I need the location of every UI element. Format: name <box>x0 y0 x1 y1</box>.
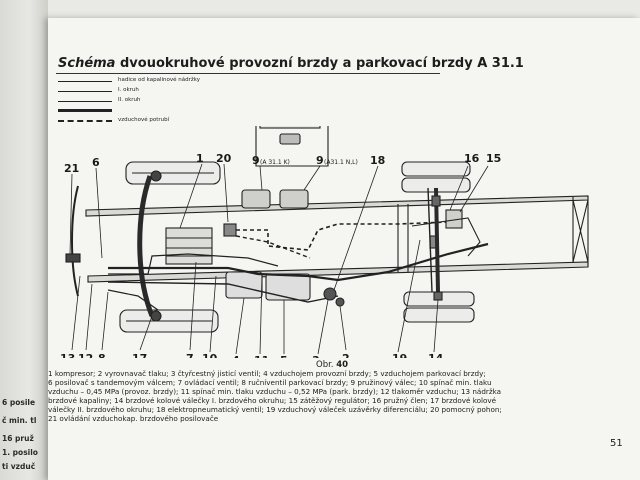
brake-circuit-II <box>107 289 159 311</box>
title-main-part: dvouokruhové provozní brzdy a parkovací … <box>120 56 524 71</box>
callout-9b: 9 <box>316 154 324 167</box>
callout-13: 13 <box>60 352 75 358</box>
spring-cylinder-right <box>279 189 309 209</box>
callout-14: 14 <box>428 352 444 358</box>
auxiliary-drive <box>223 223 237 237</box>
front-wheel-top <box>125 161 221 185</box>
figure-number: 40 <box>336 360 349 370</box>
callout-9a: 9 <box>252 154 260 167</box>
pressure-equalizer <box>335 297 345 307</box>
legend-line-dashed <box>58 120 112 122</box>
front-axle <box>137 175 155 317</box>
spring-cylinder-left <box>241 189 271 209</box>
callout-11: 11 <box>254 354 269 358</box>
front-wheel-bottom <box>119 309 219 333</box>
callout-21: 21 <box>64 162 79 175</box>
callout-17: 17 <box>132 352 147 358</box>
callout-20: 20 <box>216 152 232 165</box>
legend-label: I. okruh <box>118 87 139 93</box>
legend-line-thick <box>58 109 112 112</box>
legend-line-thin <box>58 101 112 102</box>
callout-7: 7 <box>186 352 194 358</box>
caption-line: válečky II. brzdového okruhu; 18 elektro… <box>48 405 502 414</box>
legend-line-thin <box>58 91 112 92</box>
callout-10: 10 <box>202 352 218 358</box>
front-bumper <box>71 185 79 297</box>
legend-label: hadice od kapalinové nádržky <box>118 77 200 83</box>
callout-4: 4 <box>232 354 240 358</box>
legend-label: vzduchové potrubí <box>118 117 170 123</box>
air-line-secondary <box>107 281 339 303</box>
callout-12: 12 <box>78 352 93 358</box>
caption-line: 21 ovládání vzduchokap. brzdového posilo… <box>48 414 219 423</box>
page-number: 51 <box>610 438 623 449</box>
parking-brake-reservoir <box>265 273 311 301</box>
figure-label-prefix: Obr. <box>316 360 334 370</box>
left-page-fragment: ti vzduč <box>2 462 36 471</box>
left-page-fragment: 6 posile <box>2 398 36 407</box>
callout-2: 2 <box>342 352 350 358</box>
callout-15: 15 <box>486 152 501 165</box>
legend-line-thin <box>58 81 112 82</box>
callout-6: 6 <box>92 156 100 169</box>
left-page-fragment: 1. posilo <box>2 448 38 457</box>
brake-system-diagram: 1 20 9 (A 31.1 K) 9 (A31.1 N,L) 18 16 15… <box>60 126 589 358</box>
book-page: Schéma dvouokruhové provozní brzdy a par… <box>48 18 640 480</box>
callout-3: 3 <box>312 354 320 358</box>
caption-line: vzduchu – 0,45 MPa (provoz. brzdy); 11 s… <box>48 387 502 396</box>
brake-circuit-I <box>108 253 279 275</box>
caption-line: 1 kompresor; 2 vyrovnavač tlaku; 3 čtyřc… <box>48 369 486 378</box>
engine-block <box>165 227 213 265</box>
caption-line: brzdové kapaliny; 14 brzdové kolové vále… <box>48 396 497 405</box>
callout-9a-sub: (A 31.1 K) <box>260 159 290 166</box>
left-page-edge: 6 posile č min. tl 16 pruž 1. posilo ti … <box>0 0 48 480</box>
figure-label: Obr. 40 <box>316 360 348 370</box>
page-title: Schéma dvouokruhové provozní brzdy a par… <box>58 56 524 71</box>
caption-line: 6 posilovač s tandemovým válcem; 7 ovlád… <box>48 378 492 387</box>
rear-wheel-top <box>401 161 471 193</box>
four-way-valve <box>323 287 337 301</box>
left-page-fragment: 16 pruž <box>2 434 34 443</box>
air-line-dashed <box>236 221 449 251</box>
title-underline <box>56 73 440 74</box>
callout-9b-sub: (A31.1 N,L) <box>324 159 358 166</box>
callout-19: 19 <box>392 352 407 358</box>
title-italic-part: Schéma <box>58 56 116 71</box>
left-page-fragment: č min. tl <box>2 416 37 425</box>
callout-5: 5 <box>280 354 288 358</box>
legend-label: II. okruh <box>118 97 141 103</box>
callout-1: 1 <box>196 152 204 165</box>
callout-16: 16 <box>464 152 480 165</box>
callout-8: 8 <box>98 352 106 358</box>
callout-18: 18 <box>370 154 385 167</box>
frame-rail-upper <box>85 195 589 217</box>
